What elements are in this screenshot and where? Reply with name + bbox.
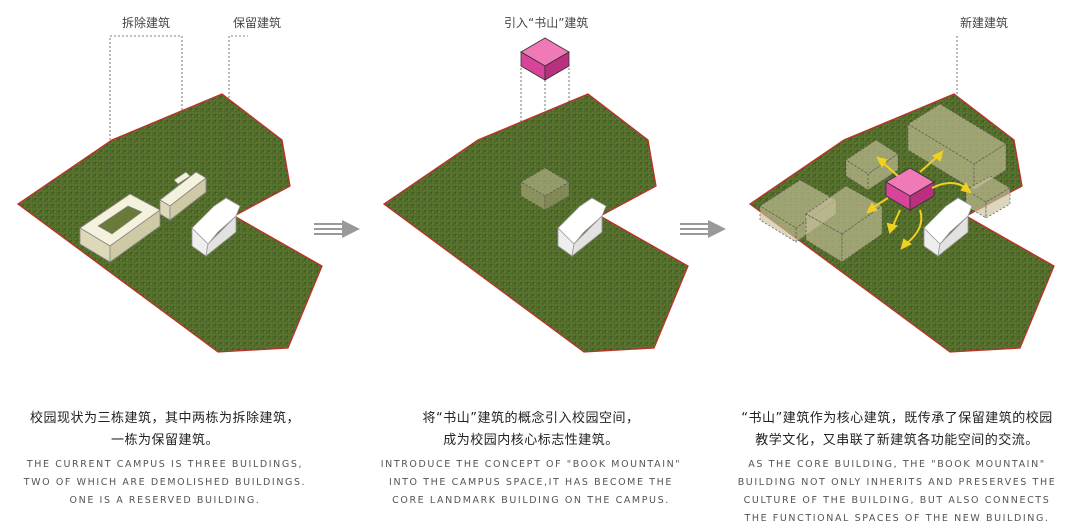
- book-mountain-cube: [520, 37, 570, 81]
- reserved-building: [191, 197, 241, 257]
- caption-zh-line: 成为校园内核心标志性建筑。: [443, 433, 619, 448]
- label-reserved: 保留建筑: [233, 16, 282, 30]
- reserved-building: [923, 197, 973, 257]
- connection-arrows: [866, 150, 972, 250]
- panel-1-site: [16, 35, 323, 353]
- demolished-building-ring: [79, 193, 161, 263]
- caption-en-line: Introduce the concept of "Book Mountain": [380, 459, 682, 470]
- panel-2-site: [382, 37, 689, 353]
- caption-en-line: The current campus is three buildings,: [26, 459, 304, 470]
- caption-en-line: culture of the building, but also connec…: [743, 495, 1051, 506]
- book-mountain-footprint: [520, 167, 570, 211]
- caption-zh-line: “书山”建筑作为核心建筑，既传承了保留建筑的校园: [741, 411, 1053, 426]
- caption-en-line: two of which are demolished buildings.: [23, 477, 307, 488]
- label-new-building: 新建建筑: [960, 16, 1009, 30]
- caption-en-line: core landmark building on the campus.: [392, 495, 670, 506]
- caption-en-line: One is a reserved building.: [69, 495, 261, 506]
- leader-line-reserved: [228, 35, 248, 190]
- caption-panel-1: 校园现状为三栋建筑，其中两栋为拆除建筑， 一栋为保留建筑。 The curren…: [0, 408, 330, 510]
- caption-zh-line: 教学文化，又串联了新建筑各功能空间的交流。: [755, 433, 1039, 448]
- demolished-building-slab: [159, 171, 207, 221]
- label-book-mountain: 引入“书山”建筑: [504, 16, 589, 30]
- caption-zh-line: 一栋为保留建筑。: [110, 433, 219, 448]
- caption-en-line: building not only inherits and preserves…: [737, 477, 1057, 488]
- site-ground: [16, 93, 323, 353]
- site-ground: [382, 93, 689, 353]
- caption-zh-line: 校园现状为三栋建筑，其中两栋为拆除建筑，: [29, 411, 300, 426]
- caption-zh-line: 将“书山”建筑的概念引入校园空间，: [422, 411, 640, 426]
- new-buildings-ghost: [759, 103, 1011, 263]
- caption-en-line: the functional spaces of the new buildin…: [744, 513, 1050, 524]
- triple-arrow-icon: [314, 220, 360, 238]
- caption-panel-3: “书山”建筑作为核心建筑，既传承了保留建筑的校园 教学文化，又串联了新建筑各功能…: [724, 408, 1070, 528]
- caption-en-line: into the campus space,It has become the: [389, 477, 673, 488]
- triple-arrow-icon: [680, 220, 726, 238]
- caption-panel-2: 将“书山”建筑的概念引入校园空间， 成为校园内核心标志性建筑。 Introduc…: [366, 408, 696, 510]
- leader-line-demolished: [109, 35, 183, 176]
- panel-3-site: [748, 36, 1055, 353]
- reserved-building: [557, 197, 607, 257]
- label-demolished: 拆除建筑: [122, 16, 171, 30]
- caption-en-line: As the core building, the "Book Mountain…: [748, 459, 1046, 470]
